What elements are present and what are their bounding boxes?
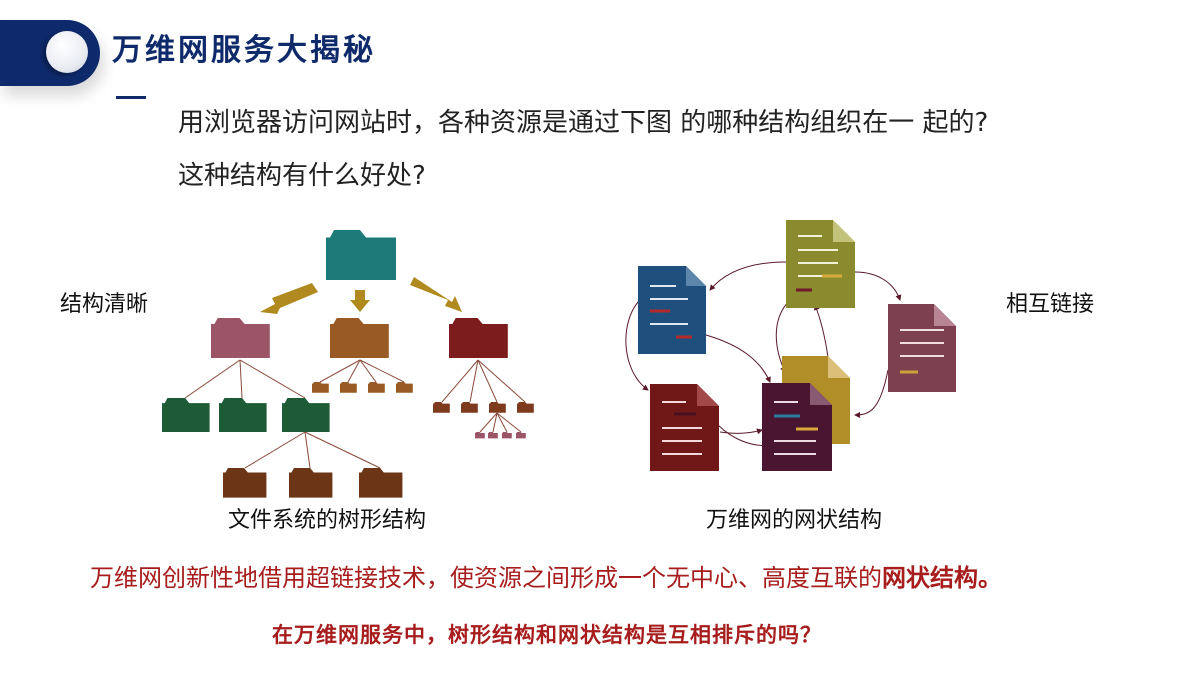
document-mauve-icon <box>888 304 956 392</box>
document-plum-icon <box>762 383 832 471</box>
question-line-1: 用浏览器访问网站时，各种资源是通过下图 的哪种结构组织在一 起的? <box>178 108 989 138</box>
web-benefit-label: 相互链接 <box>1006 292 1095 317</box>
closing-question: 在万维网服务中，树形结构和网状结构是互相排斥的吗？ <box>272 622 822 647</box>
tree-caption: 文件系统的树形结构 <box>228 508 427 533</box>
statement-prefix: 万维网创新性地借用超链接技术，使资源之间形成一个无中心、高度互联的 <box>90 564 882 592</box>
document-red-icon <box>650 384 719 471</box>
question-line-2: 这种结构有什么好处? <box>178 161 426 191</box>
web-caption: 万维网的网状结构 <box>706 508 883 533</box>
title-banner <box>0 20 100 86</box>
tree-benefit-label: 结构清晰 <box>60 292 149 317</box>
title-underline <box>116 96 146 99</box>
document-blue-icon <box>638 266 706 354</box>
document-olive-icon <box>786 220 855 308</box>
tree-arrows <box>260 277 462 314</box>
statement-emphasis: 网状结构 <box>882 564 978 592</box>
banner-circle-icon <box>46 31 88 73</box>
statement-suffix: 。 <box>978 564 1002 592</box>
summary-statement: 万维网创新性地借用超链接技术，使资源之间形成一个无中心、高度互联的网状结构。 <box>90 566 1002 590</box>
page-title: 万维网服务大揭秘 <box>112 33 376 68</box>
